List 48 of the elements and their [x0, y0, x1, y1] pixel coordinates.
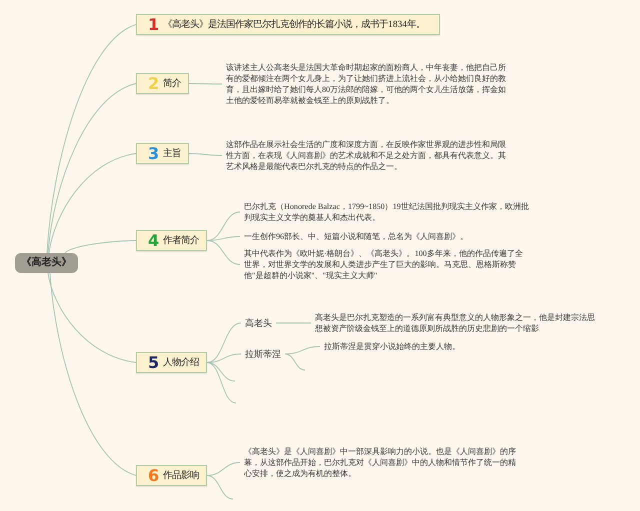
branch-line: [50, 272, 136, 476]
branch-line: [206, 212, 240, 241]
topic-label: 作者简介: [163, 234, 200, 246]
branch-line: [206, 236, 240, 241]
branch-line: [206, 322, 242, 363]
branch-line: [206, 362, 236, 404]
description-text: 巴尔扎克（Honorede Balzac，1799~1850）19世纪法国批判现实主义作家，欧洲批判现实主义文学的奠基人和杰出代表。: [244, 201, 533, 223]
topic-box: [136, 14, 440, 35]
branch-line: [64, 240, 136, 254]
central-topic: 《高老头》: [15, 253, 78, 273]
branch-label: 高老头: [245, 317, 272, 329]
description-text: 《高老头》是《人间喜剧》中一部深具影响力的小说。也是《人间喜剧》的序幕，从这部作品开始，巴尔扎克对《人间喜剧》中的人物和情节作了统一的精心安排，使之成为有机的整体。: [244, 446, 516, 479]
branch-line: [206, 240, 240, 265]
topic-number: 6: [148, 466, 160, 484]
topic-number: 1: [148, 16, 160, 34]
description-text: 该讲述主人公高老头是法国大革命时期起家的面粉商人，中年丧妻，他把自己所有的爱都倾注在两个女儿身上，为了让她们挤进上流社会，从小给她们良好的教育，且出嫁时给了她们每人80万法郎的陪嫁，可他的两个女儿生活放荡，挥金如土他的爱轻而易举就被金钱至上的原则战胜了。: [226, 62, 510, 106]
topic-label: 作品影响: [163, 470, 200, 482]
description-text: 拉斯蒂涅是贯穿小说始终的主要人物。: [324, 341, 460, 352]
branch-line: [206, 462, 240, 476]
topic-number: 3: [148, 144, 160, 162]
topic-label: 《高老头》是法国作家巴尔扎克创作的长篇小说，成书于1834年。: [163, 18, 425, 30]
topic-box: [136, 352, 207, 373]
topic-number: 4: [148, 232, 160, 250]
branch-line: [284, 346, 320, 354]
branch-line: [48, 83, 136, 254]
description-text: 一生创作96部长、中、短篇小说和随笔，总名为《人间喜剧》。: [244, 231, 468, 242]
topic-label: 简介: [163, 78, 182, 90]
topic-box: [136, 143, 189, 164]
branch-line: [206, 362, 236, 382]
topic-box: [136, 73, 189, 94]
description-text: 这部作品在展示社会生活的广度和深度方面，在反映作家世界观的进步性和局限性方面，在表现《人间喜剧》的艺术成就和不足之处方面，都具有代表意义。其艺术风格是最能代表巴尔扎克的特点的作品之一。: [226, 139, 510, 172]
description-text: 其中代表作为《欧叶妮·格朗台》、《高老头》。100多年来，他的作品传遍了全世界，对世界文学的发展和人类进步产生了巨大的影响。马克思、恩格斯称赞他"是超群的小说家"、"现实主义大师": [244, 248, 525, 281]
branch-line: [46, 24, 136, 254]
branch-line: [276, 322, 312, 324]
branch-line: [284, 354, 306, 370]
topic-box: [136, 230, 207, 251]
branch-label: 拉斯蒂涅: [245, 348, 281, 360]
description-text: 高老头是巴尔扎克塑造的一系列富有典型意义的人物形象之一，他是封建宗法思想被资产阶级金钱至上的道德原则所战胜的历史悲剧的一个缩影: [315, 312, 599, 334]
topic-label: 人物介绍: [163, 356, 200, 368]
branch-line: [48, 153, 136, 254]
topic-number: 2: [148, 74, 160, 92]
topic-label: 主旨: [163, 148, 182, 160]
branch-line: [188, 153, 222, 156]
topic-number: 5: [148, 354, 160, 372]
branch-line: [48, 272, 136, 363]
branch-line: [206, 475, 234, 500]
branch-line: [188, 83, 222, 84]
topic-box: [136, 465, 207, 486]
